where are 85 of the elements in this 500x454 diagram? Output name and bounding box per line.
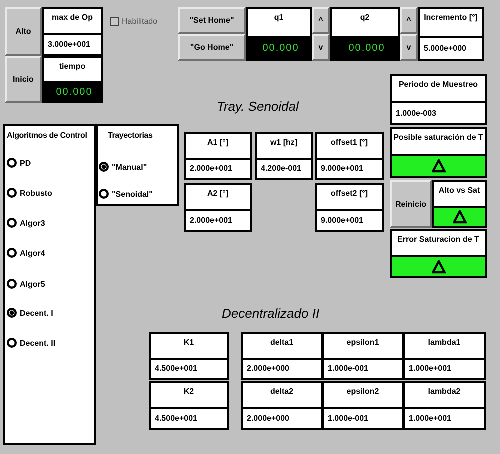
control-label: w1 [hz] bbox=[257, 134, 311, 158]
numeric-control bbox=[184, 132, 252, 180]
indicator-panel bbox=[390, 229, 487, 278]
control-label: K2 bbox=[151, 383, 227, 407]
value-field: 4.500e+001 bbox=[151, 409, 227, 428]
indicator-panel bbox=[432, 180, 487, 228]
numeric-indicator bbox=[42, 56, 103, 103]
value-field: 5.000e+000 bbox=[420, 38, 482, 59]
numeric-control bbox=[255, 132, 313, 180]
value-field: 4.500e+001 bbox=[151, 360, 227, 378]
value-field: 2.000e+001 bbox=[186, 160, 250, 178]
numeric-control bbox=[418, 7, 484, 61]
panel-title: Algoritmos de Control bbox=[6, 131, 88, 140]
push-button: ^ bbox=[312, 7, 330, 34]
value-field: 2.000e+001 bbox=[186, 211, 250, 230]
numeric-control bbox=[42, 7, 103, 56]
option-label: Algor4 bbox=[20, 248, 46, 258]
numeric-control bbox=[149, 381, 229, 430]
section-heading: Decentralizado II bbox=[222, 306, 320, 321]
numeric-control bbox=[403, 381, 486, 430]
numeric-control bbox=[322, 332, 404, 380]
option-label: Algor5 bbox=[20, 280, 46, 288]
control-label: offset1 [°] bbox=[317, 134, 382, 158]
value-field: 2.000e+000 bbox=[243, 409, 321, 428]
control-label: Incremento [°] bbox=[420, 9, 482, 36]
panel-title: Trayectorias bbox=[107, 131, 154, 140]
indicator-panel bbox=[390, 127, 487, 178]
value-field: 1.000e-001 bbox=[324, 360, 402, 378]
control-label: A2 [°] bbox=[186, 185, 250, 209]
control-label: delta2 bbox=[243, 383, 321, 407]
option-label: "Manual" bbox=[112, 162, 148, 172]
indicator-label: Alto vs Sat bbox=[434, 182, 485, 206]
indicator-label: Error Saturacion de T bbox=[392, 231, 485, 255]
selector-panel bbox=[3, 124, 96, 445]
control-label: lambda1 bbox=[405, 334, 484, 358]
numeric-indicator bbox=[330, 7, 400, 61]
control-label: A1 [°] bbox=[186, 134, 250, 158]
numeric-control bbox=[315, 132, 384, 180]
push-button: Inicio bbox=[5, 56, 42, 103]
option-label: Robusto bbox=[20, 188, 52, 198]
control-label: lambda2 bbox=[405, 383, 484, 407]
control-label: tiempo bbox=[44, 58, 101, 81]
control-label: epsilon2 bbox=[324, 383, 402, 407]
push-button: ^ bbox=[400, 7, 418, 34]
control-label: epsilon1 bbox=[324, 334, 402, 358]
control-label: q2 bbox=[332, 9, 398, 36]
option-label: "Senoidal" bbox=[112, 190, 153, 198]
push-button: "Go Home" bbox=[178, 34, 246, 61]
numeric-control bbox=[149, 332, 229, 380]
value-field: 3.000e+001 bbox=[44, 35, 101, 54]
push-button: Alto bbox=[5, 7, 42, 56]
push-button: v bbox=[400, 34, 418, 61]
value-field: 1.000e+001 bbox=[405, 360, 484, 378]
control-label: K1 bbox=[151, 334, 227, 358]
checkbox-label: Habilitado bbox=[122, 16, 158, 26]
value-field: 9.000e+001 bbox=[317, 211, 382, 230]
control-label: offset2 [°] bbox=[317, 185, 382, 209]
value-field: 4.200e-001 bbox=[257, 160, 311, 178]
numeric-control bbox=[241, 332, 323, 380]
selector-panel bbox=[96, 124, 179, 206]
value-field: 2.000e+000 bbox=[243, 360, 321, 378]
option-label: PD bbox=[20, 158, 32, 168]
option-label: Decent. II bbox=[20, 338, 56, 348]
numeric-control bbox=[403, 332, 486, 380]
numeric-control bbox=[390, 74, 487, 125]
control-label: delta1 bbox=[243, 334, 321, 358]
value-field: 1.000e-001 bbox=[324, 409, 402, 428]
numeric-control bbox=[184, 183, 252, 232]
control-label: max de Op bbox=[44, 9, 101, 33]
indicator-label: Posible saturación de T bbox=[392, 129, 485, 154]
option-label: Algor3 bbox=[20, 218, 46, 228]
push-button: v bbox=[312, 34, 330, 61]
value-field: 9.000e+001 bbox=[317, 160, 382, 178]
numeric-control bbox=[241, 381, 323, 430]
section-heading: Tray. Senoidal bbox=[217, 99, 299, 114]
push-button: Reinicio bbox=[390, 180, 432, 228]
numeric-control bbox=[315, 183, 384, 232]
numeric-indicator bbox=[246, 7, 312, 61]
value-field: 1.000e+001 bbox=[405, 409, 484, 428]
value-field: 1.000e-003 bbox=[392, 103, 485, 123]
control-label: Periodo de Muestreo bbox=[392, 76, 485, 101]
option-label: Decent. I bbox=[20, 308, 54, 318]
control-label: q1 bbox=[248, 9, 310, 36]
push-button: "Set Home" bbox=[178, 7, 246, 34]
numeric-control bbox=[322, 381, 404, 430]
